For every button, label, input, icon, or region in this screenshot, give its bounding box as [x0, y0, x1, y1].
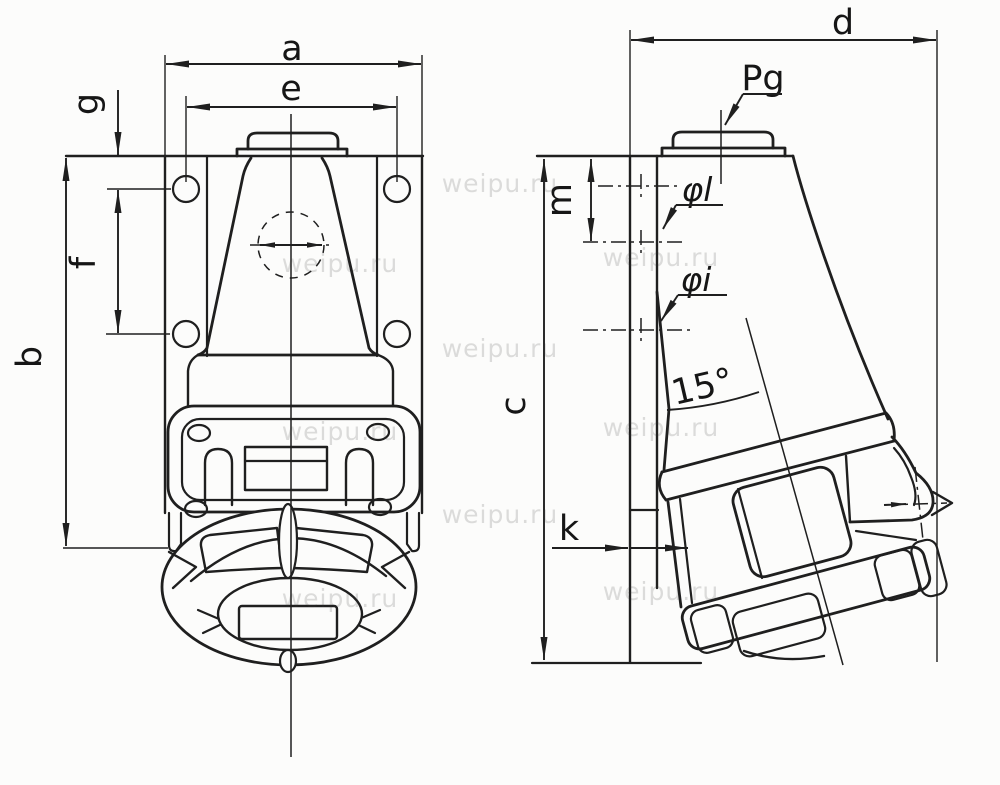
watermark-text: weipu.ru	[603, 577, 720, 606]
cone-left-edge	[196, 156, 253, 357]
knockout-dashed-circle	[257, 211, 325, 279]
band-right-end	[910, 538, 948, 598]
grip-notch-left	[167, 550, 198, 590]
dim-label-f: f	[64, 256, 104, 269]
side-back-edge	[791, 154, 890, 421]
grip-facet-right	[289, 526, 374, 574]
latch-axis-arrow	[883, 501, 907, 508]
band-clip-center	[731, 592, 827, 658]
flange-arch-right	[344, 447, 375, 507]
grip-notch-right	[380, 550, 411, 590]
body-right-wall	[844, 454, 852, 524]
watermark-text: weipu.ru	[282, 249, 399, 278]
front-dimensions: a e g f b	[10, 29, 423, 549]
latch-tip	[930, 490, 954, 517]
front-view: a e g f b	[10, 29, 425, 757]
lid-inner-edge	[736, 487, 764, 580]
latch-inner	[892, 446, 917, 507]
mounting-hole-bottom-right	[382, 319, 412, 349]
flange-bottom-line	[664, 439, 896, 502]
watermark-text: weipu.ru	[282, 584, 399, 613]
watermark-text: weipu.ru	[442, 500, 559, 529]
gland-cap-base	[235, 147, 349, 158]
dim-label-e: e	[280, 69, 302, 109]
flange-tab-left	[167, 511, 183, 553]
flange-hole-bottom-right	[367, 497, 393, 517]
bottom-lip	[742, 649, 826, 661]
front-screw-cap	[160, 502, 418, 674]
phi-l-arrow	[662, 204, 678, 230]
flange-hole-top-left	[186, 423, 212, 443]
cap-label-window	[237, 604, 339, 641]
cone-right-edge	[320, 156, 380, 357]
watermark-layer: weipu.ru weipu.ru weipu.ru weipu.ru weip…	[282, 169, 720, 613]
mounting-hole-bottom-left	[171, 319, 201, 349]
cap-hasp-oval	[277, 502, 299, 580]
cap-bottom-lug	[278, 648, 298, 674]
dim-label-a: a	[281, 29, 302, 69]
watermark-text: weipu.ru	[442, 169, 559, 198]
skirt-left	[186, 353, 200, 408]
dim-label-g: g	[67, 93, 107, 115]
skirt-right	[376, 353, 395, 408]
bottom-band	[680, 545, 932, 651]
band-clip-left	[689, 604, 735, 654]
grip-facet-left	[199, 526, 284, 574]
dim-label-d: d	[832, 3, 854, 43]
watermark-text: weipu.ru	[603, 243, 720, 272]
body-left-wall-outer	[666, 500, 683, 609]
front-mounting-plate	[64, 154, 425, 515]
flange-window	[243, 445, 329, 492]
side-gland-base	[660, 146, 787, 158]
side-wall-plate	[535, 154, 795, 664]
flange-inner	[180, 417, 406, 502]
flange-tab-right	[405, 511, 421, 553]
side-cable-gland-cap	[660, 110, 787, 184]
dim-label-phi-i: φi	[681, 260, 712, 299]
flange-left-end	[657, 470, 668, 502]
front-cable-gland-cap	[235, 131, 349, 158]
dim-label-angle: 15°	[668, 361, 737, 414]
side-gland-dome	[671, 130, 775, 150]
angle-arc	[666, 391, 760, 411]
flange-top-line	[660, 411, 888, 474]
side-lid	[731, 465, 853, 580]
side-hole-axes	[583, 174, 690, 342]
latch-detail	[854, 529, 918, 542]
gland-cap-dome	[246, 131, 340, 151]
front-cone-body	[186, 156, 395, 408]
lid-plate	[731, 465, 853, 579]
latch-axis-v	[914, 466, 924, 541]
side-bottom-ring	[680, 538, 948, 661]
side-view: d Pg m φl φi 15° k c	[494, 3, 954, 666]
front-entry-circle	[250, 211, 332, 279]
dim-label-phi-l: φl	[682, 170, 713, 209]
band-clip-right	[873, 548, 921, 602]
pg-leader-arrow	[724, 93, 744, 126]
flange-hole-top-right	[365, 422, 391, 442]
flange-hole-bottom-left	[183, 499, 209, 519]
latch-outer	[848, 435, 935, 524]
watermark-text: weipu.ru	[282, 417, 399, 446]
watermark-text: weipu.ru	[603, 413, 720, 442]
dim-label-c: c	[494, 396, 534, 415]
dim-label-k: k	[559, 509, 580, 549]
side-latch	[848, 435, 954, 542]
dim-label-b: b	[10, 346, 50, 368]
flange-arch-left	[203, 447, 234, 507]
phi-i-arrow	[660, 294, 679, 322]
watermark-text: weipu.ru	[442, 334, 559, 363]
socket-axis-line	[745, 317, 844, 666]
dim-label-pg: Pg	[741, 59, 784, 99]
side-dimensions: d Pg m φl φi 15° k c	[494, 3, 938, 665]
